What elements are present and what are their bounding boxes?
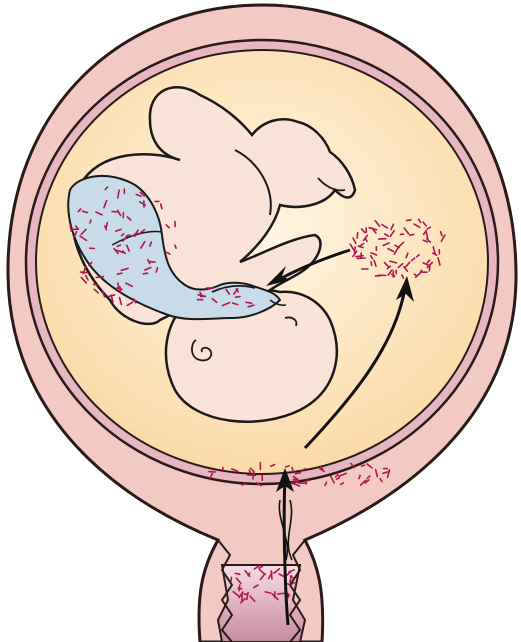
bacterium-mark bbox=[295, 473, 300, 474]
bacterium-mark bbox=[118, 283, 119, 288]
bacterium-mark bbox=[357, 233, 358, 238]
bacterium-mark bbox=[371, 262, 372, 266]
bacterium-mark bbox=[286, 466, 289, 467]
bacterium-mark bbox=[112, 212, 117, 213]
bacterium-mark bbox=[271, 571, 272, 579]
bacterium-mark bbox=[336, 478, 339, 479]
bacterium-mark bbox=[93, 284, 97, 285]
bacterium-mark bbox=[292, 468, 293, 472]
bacterium-mark bbox=[235, 573, 240, 574]
bacterium-mark bbox=[143, 273, 147, 274]
bacterium-mark bbox=[90, 220, 91, 223]
bacterium-mark bbox=[238, 588, 242, 589]
bacterium-mark bbox=[117, 273, 122, 274]
bacterium-mark bbox=[70, 225, 71, 231]
bacterium-mark bbox=[410, 235, 414, 236]
bacterium-mark bbox=[359, 476, 360, 479]
bacterium-mark bbox=[407, 220, 411, 221]
bacterium-mark bbox=[236, 297, 240, 298]
bacterium-mark bbox=[96, 277, 103, 278]
bacterium-mark bbox=[175, 245, 176, 248]
bacterium-mark bbox=[278, 593, 286, 594]
bacterium-mark bbox=[375, 276, 381, 277]
bacterium-mark bbox=[429, 266, 430, 271]
bacterium-mark bbox=[356, 256, 363, 257]
bacterium-mark bbox=[246, 302, 252, 303]
bacterium-mark bbox=[354, 247, 355, 252]
bacterium-mark bbox=[361, 465, 364, 466]
bacterium-mark bbox=[149, 262, 155, 263]
